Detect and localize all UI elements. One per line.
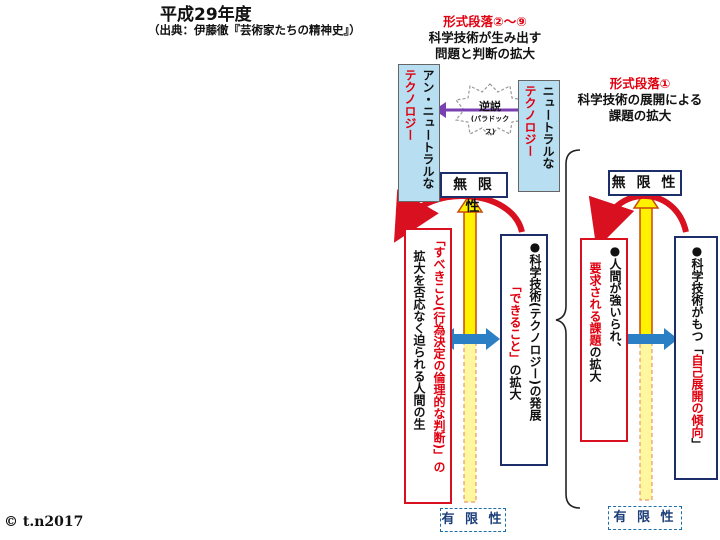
right-red-curve xyxy=(588,192,689,249)
callout-neutral: ニュートラルな テクノロジー xyxy=(518,80,560,192)
callout-anti-line2: テクノロジー xyxy=(403,69,417,141)
task-expand-text: の拡大 xyxy=(588,346,602,382)
right-header-line2: 課題の拡大 xyxy=(608,108,672,123)
left-tech-box: ●科学技術(テクノロジー)の発展 「できること」の拡大 xyxy=(500,234,548,466)
source-citation: （出典：伊藤徹『芸術家たちの精神史』） xyxy=(148,23,361,37)
callout-anti-line1: アン・ニュートラルな xyxy=(421,69,435,189)
tech-tendency-text: ●科学技術がもつ「 xyxy=(690,244,704,354)
left-should-box: 「すべきこと(行為決定の倫理的な判断)」の 拡大を否応なく迫られる人間の生 xyxy=(404,228,452,504)
should-text-2: 拡大を否応なく迫られる人間の生 xyxy=(412,250,426,430)
page-title: 平成29年度 xyxy=(160,5,252,25)
demanded-task-text: 要求される課題 xyxy=(588,262,602,346)
left-vertical-arrow xyxy=(456,192,484,503)
copyright: © t.n2017 xyxy=(4,514,84,530)
right-header-line1: 科学技術の展開による xyxy=(577,92,703,107)
right-header: 形式段落① 科学技術の展開による 課題の拡大 xyxy=(560,76,720,124)
left-mugen-box: 無 限 性 xyxy=(440,172,508,215)
section-brace xyxy=(555,149,581,509)
right-yugen-box: 有 限 性 xyxy=(608,506,682,530)
paradox-subtext: (パラドックス) xyxy=(470,115,510,136)
left-header: 形式段落②～⑨ 科学技術が生み出す 問題と判断の拡大 xyxy=(410,14,560,62)
self-development-text: 自己展開の傾向 xyxy=(690,354,704,438)
right-vertical-arrow xyxy=(632,188,660,501)
dekiru-text: 「できること」 xyxy=(508,280,522,364)
tech-development-text: ●科学技術(テクノロジー)の発展 xyxy=(528,240,542,421)
paradox-text: 逆説 xyxy=(479,100,501,113)
left-yugen-box: 有 限 性 xyxy=(440,508,506,532)
human-forced-text: ●人間が強いられ、 xyxy=(608,244,622,354)
tech-tendency-close: 」 xyxy=(690,438,704,450)
right-human-box: ●人間が強いられ、 要求される課題の拡大 xyxy=(580,238,628,442)
dekiru-expand-text: の拡大 xyxy=(508,364,522,400)
left-header-paragraph: 形式段落②～⑨ xyxy=(443,14,527,29)
left-header-line2: 問題と判断の拡大 xyxy=(434,46,535,61)
right-mugen-box: 無 限 性 xyxy=(608,170,682,196)
callout-anti-neutral: アン・ニュートラルな テクノロジー xyxy=(398,64,440,202)
right-header-paragraph: 形式段落① xyxy=(609,76,671,91)
callout-neutral-line1: ニュートラルな xyxy=(541,85,555,169)
callout-neutral-line2: テクノロジー xyxy=(523,85,537,157)
left-header-line1: 科学技術が生み出す xyxy=(428,30,542,45)
should-text: 「すべきこと(行為決定の倫理的な判断)」の xyxy=(432,234,446,473)
paradox-label: 逆説 (パラドックス) xyxy=(470,100,510,139)
right-tech-box: ●科学技術がもつ「自己展開の傾向」 xyxy=(674,236,718,480)
